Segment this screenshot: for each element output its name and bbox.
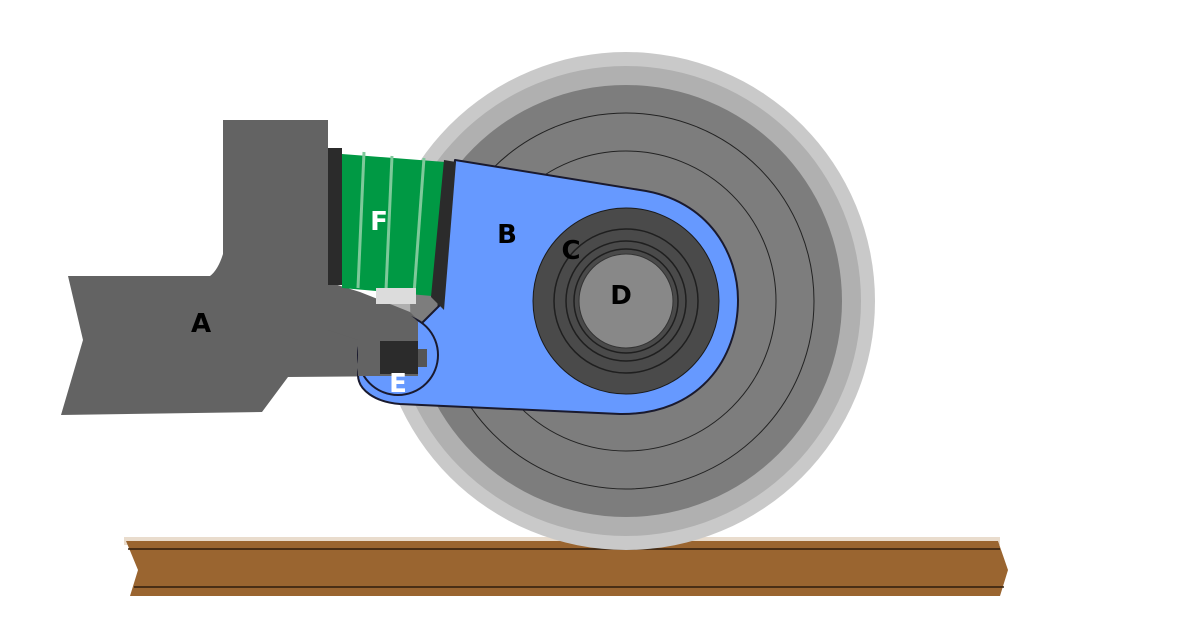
label-d: D xyxy=(610,281,632,311)
rail-body xyxy=(126,541,1008,596)
rail xyxy=(124,537,1008,596)
frame-body xyxy=(61,120,420,415)
label-c: C xyxy=(561,236,580,266)
label-e: E xyxy=(389,369,407,399)
spring-body xyxy=(342,154,445,296)
label-b: B xyxy=(497,220,517,250)
spring-f xyxy=(328,148,456,310)
pivot-block-e xyxy=(380,341,427,374)
axle-d xyxy=(578,253,674,349)
label-f: F xyxy=(370,207,388,237)
frame-a xyxy=(61,120,420,415)
label-a: A xyxy=(191,309,211,339)
